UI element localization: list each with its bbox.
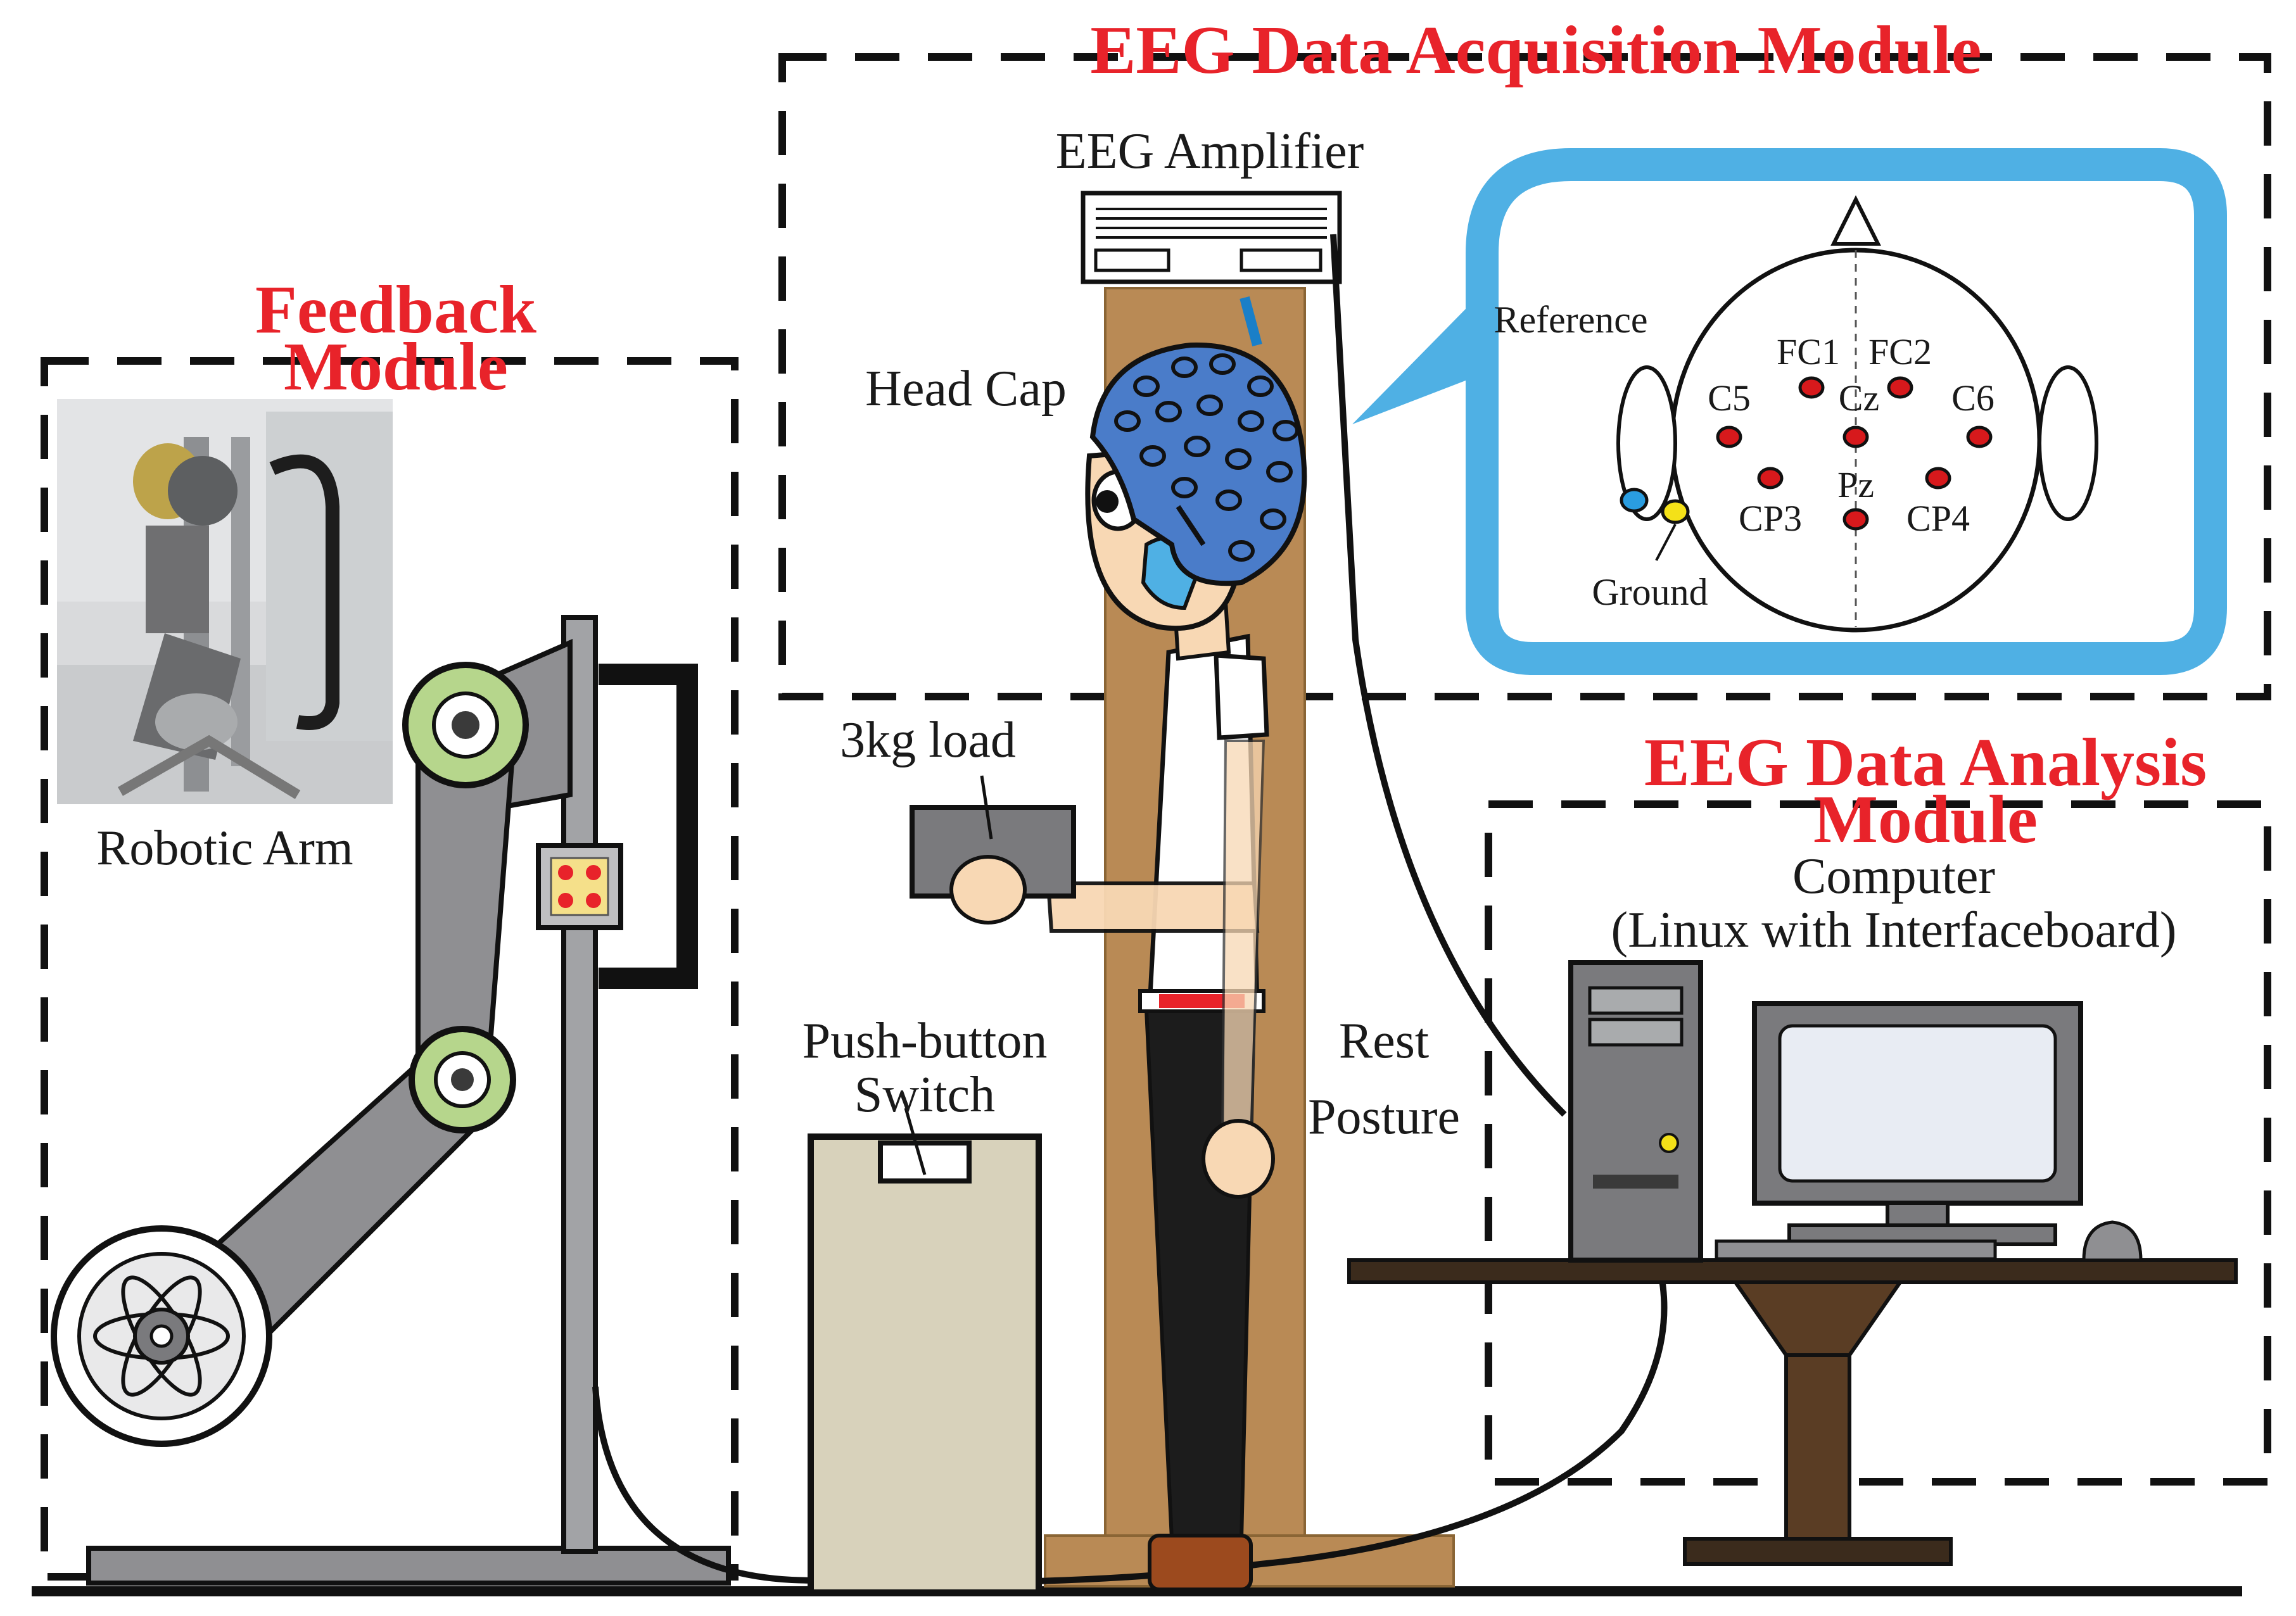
analysis-module-box (1485, 800, 2271, 1486)
floor-line (32, 1586, 2242, 1596)
feedback-module-box (41, 357, 739, 1581)
analysis-module-title-line1: EEG Data Analysis (1644, 725, 2207, 800)
electrode-label-cp4: CP4 (1906, 498, 1970, 539)
electrode-c6 (1966, 426, 1993, 448)
push-button-label-line1: Push-button (802, 1013, 1048, 1069)
feedback-module-title-line2: Module (284, 329, 508, 405)
push-button-switch (808, 1108, 1042, 1596)
load-weight (910, 775, 1076, 925)
electrode-label-pz: Pz (1837, 464, 1874, 505)
load-label: 3kg load (840, 712, 1016, 768)
electrode-label-cz: Cz (1839, 377, 1879, 419)
feedback-module-title-line1: Feedback (255, 272, 536, 348)
electrode-pz (1843, 508, 1869, 531)
electrode-label-c5: C5 (1708, 377, 1751, 419)
electrode-label-fc2: FC2 (1868, 331, 1932, 372)
head-cap-label: Head Cap (865, 361, 1067, 417)
electrode-fc1 (1798, 376, 1825, 399)
electrode-label-c6: C6 (1951, 377, 1995, 419)
module-boxes (41, 53, 2271, 1581)
analysis-module-title-line2: Module (1813, 782, 2038, 857)
eeg-amplifier-label: EEG Amplifier (1056, 123, 1364, 179)
robotic-arm-photo (57, 399, 393, 804)
computer-setup (1347, 960, 2238, 1566)
computer-label-line2: (Linux with Interfaceboard) (1611, 902, 2177, 958)
acquisition-module-box (778, 53, 2271, 700)
acquisition-module-title: EEG Data Acquisition Module (1090, 13, 1981, 88)
electrode-c5 (1716, 426, 1742, 448)
electrodes (1716, 376, 1993, 531)
electrode-cz (1843, 426, 1869, 448)
ground-electrode (1661, 499, 1690, 524)
eeg-amplifier-device (1081, 191, 1342, 347)
electrode-label-fc1: FC1 (1777, 331, 1840, 372)
robotic-arm-drawing (51, 615, 731, 1586)
electrode-fc2 (1887, 376, 1913, 399)
reference-label: Reference (1494, 299, 1647, 341)
electrode-callout (1352, 148, 2227, 675)
computer-label-line1: Computer (1792, 849, 1995, 904)
electrode-label-cp3: CP3 (1739, 498, 1802, 539)
reference-electrode (1620, 488, 1649, 513)
person (1046, 342, 1307, 1591)
robotic-arm-label: Robotic Arm (96, 820, 353, 875)
ground-label: Ground (1592, 571, 1708, 613)
rest-posture-label-line2: Posture (1308, 1089, 1460, 1145)
push-button-label-line2: Switch (854, 1067, 995, 1123)
rest-posture-label-line1: Rest (1339, 1013, 1429, 1069)
electrode-cp3 (1757, 467, 1784, 489)
electrode-cp4 (1925, 467, 1951, 489)
